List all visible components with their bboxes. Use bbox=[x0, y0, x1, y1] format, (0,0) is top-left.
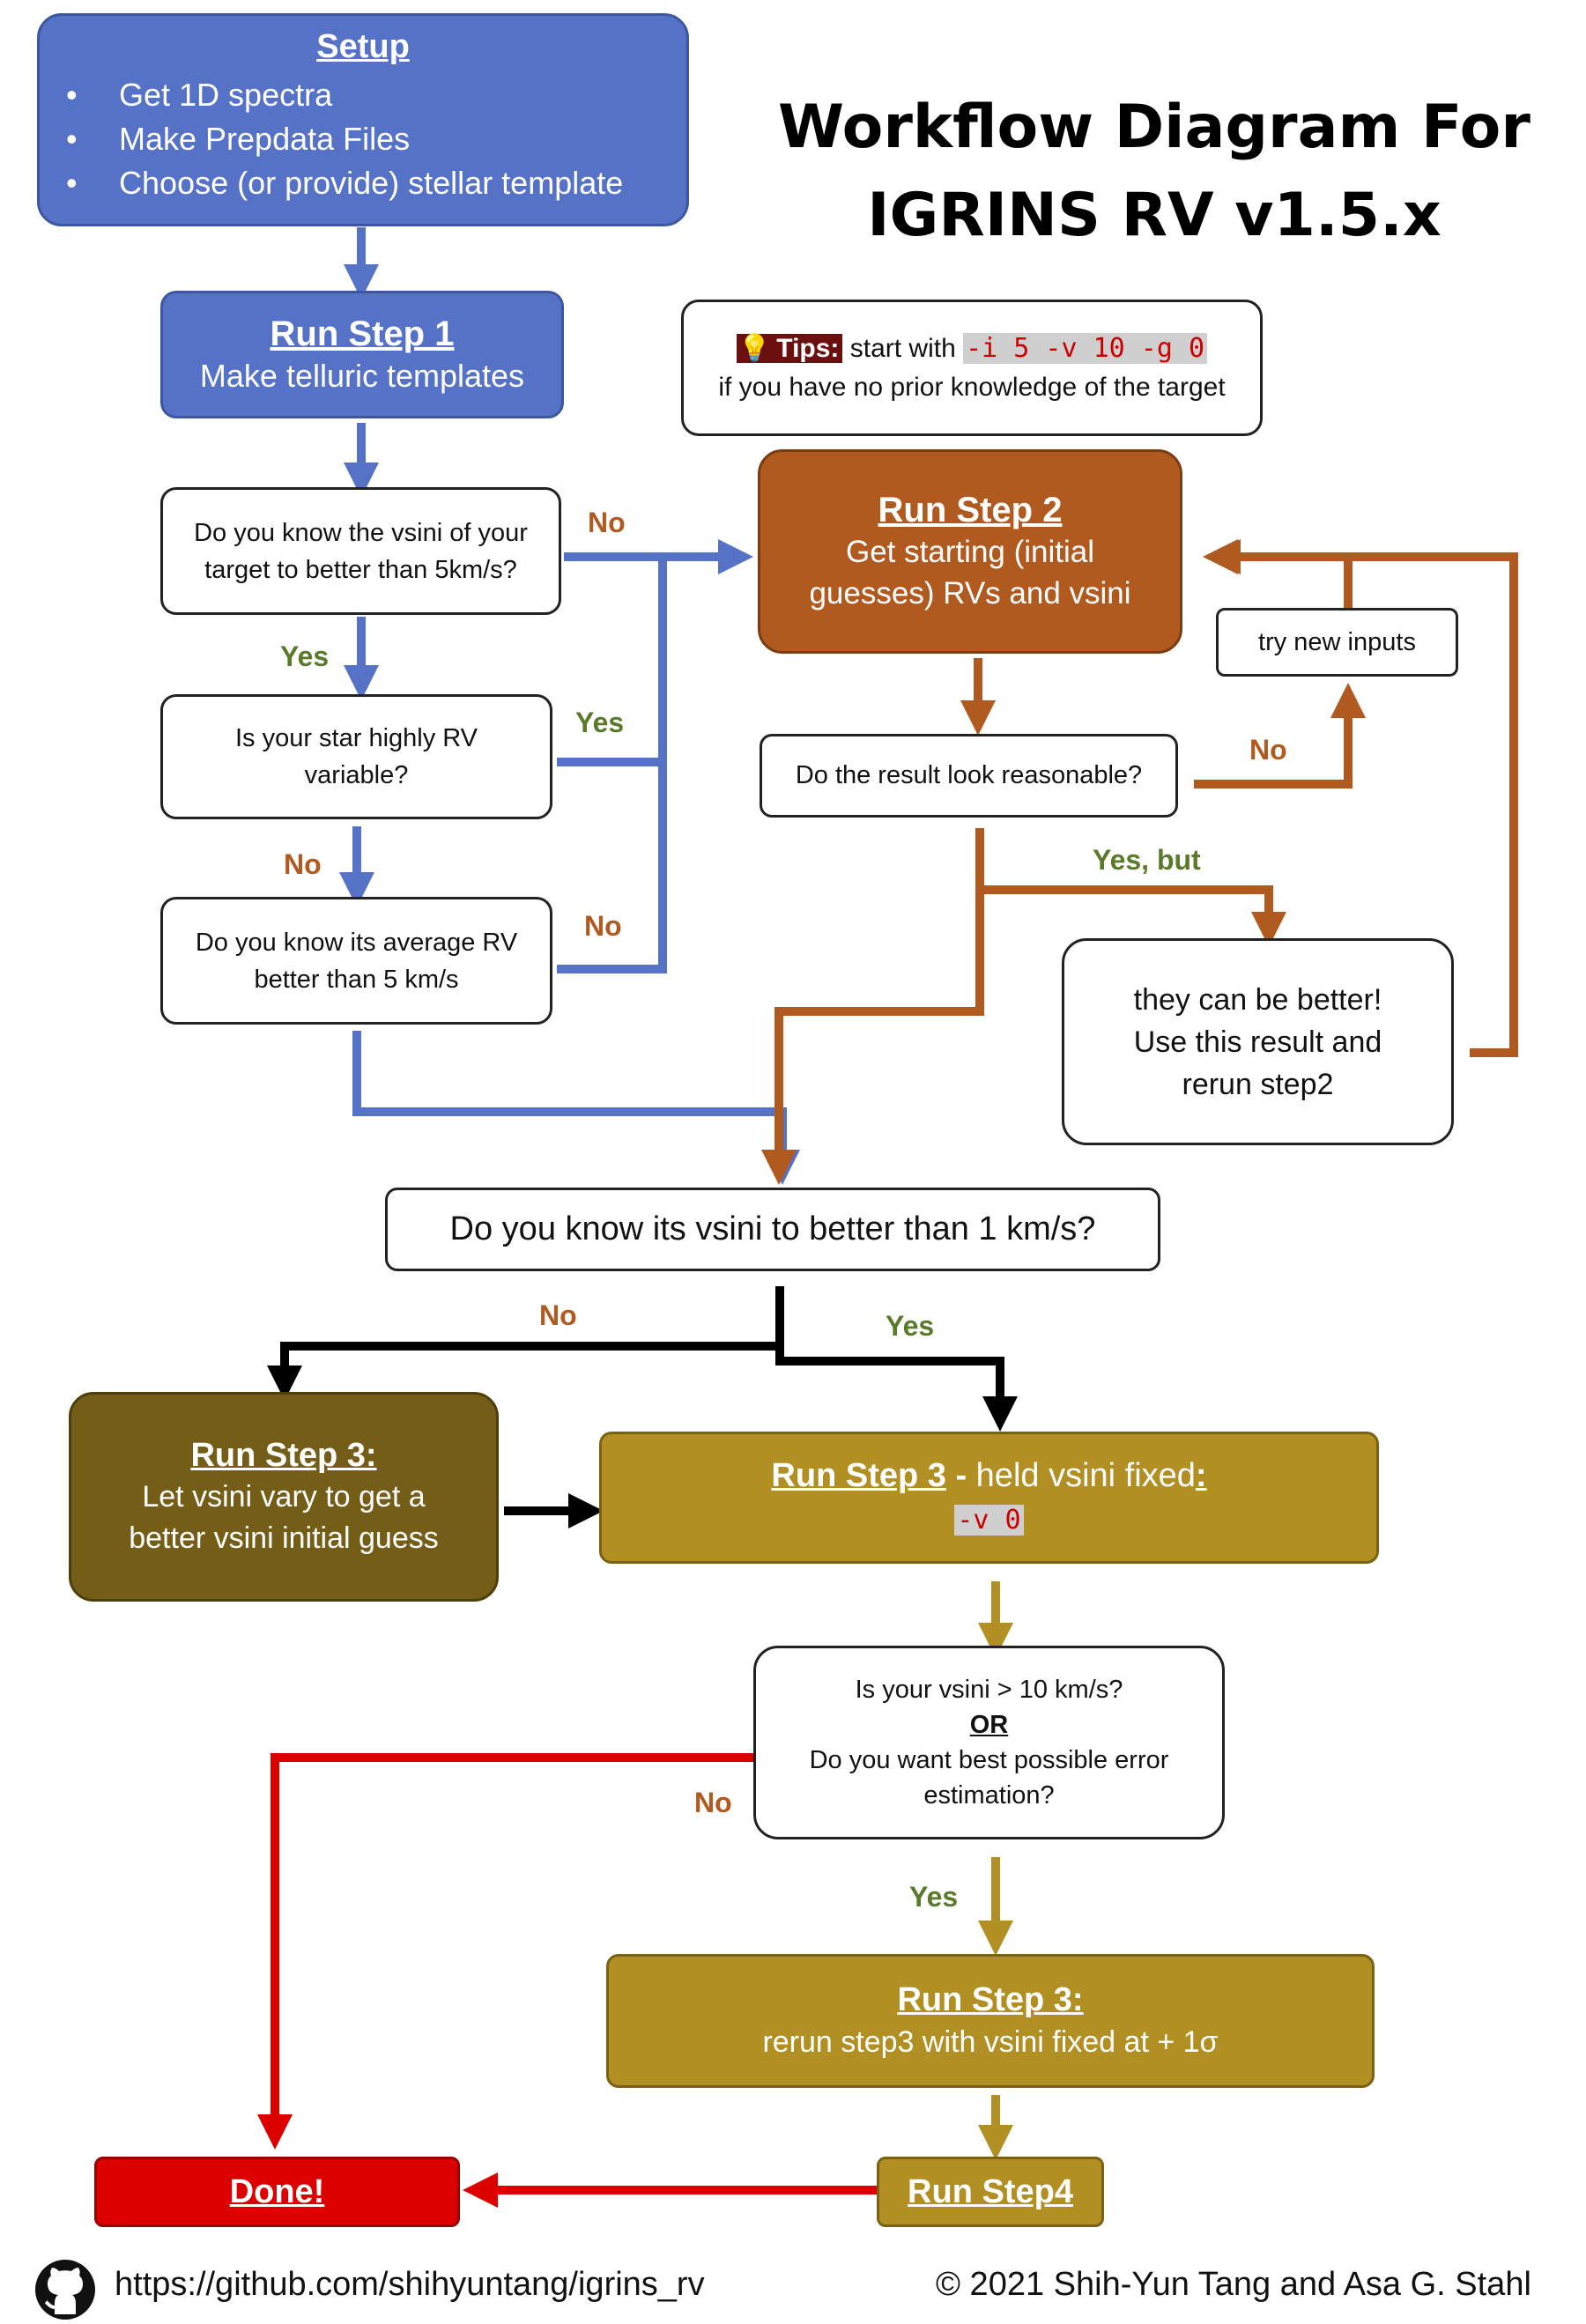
label-yes-vsini1: Yes bbox=[886, 1310, 935, 1342]
step3-fixed-dash: - bbox=[945, 1456, 976, 1494]
github-icon-glyph bbox=[44, 2268, 83, 2314]
step3-fixed-title: Run Step 3 bbox=[771, 1456, 946, 1494]
setup-title: Setup bbox=[316, 27, 410, 65]
step3-vary-text: Let vsini vary to get a better vsini ini… bbox=[129, 1479, 439, 1555]
question-line-1: Is your vsini > 10 km/s? bbox=[855, 1676, 1123, 1704]
step4-title: Run Step4 bbox=[908, 2172, 1073, 2210]
label-no-rvvar: No bbox=[284, 848, 322, 880]
step3-fixed-heading: Run Step 3 - held vsini fixed: bbox=[771, 1454, 1206, 1497]
step3-vary-box: Run Step 3: Let vsini vary to get a bett… bbox=[69, 1392, 499, 1602]
line-trynew-step2 bbox=[1203, 539, 1353, 614]
tips-box: 💡Tips: start with -i 5 -v 10 -g 0 if you… bbox=[681, 300, 1263, 436]
step2-text: Get starting (initial guesses) RVs and v… bbox=[809, 534, 1131, 611]
step3-vary-title: Run Step 3: bbox=[190, 1436, 377, 1474]
question-text: Do you know the vsini of your target to … bbox=[194, 518, 528, 584]
done-box: Done! bbox=[94, 2157, 460, 2227]
github-icon bbox=[35, 2260, 95, 2320]
step2-box: Run Step 2 Get starting (initial guesses… bbox=[758, 449, 1182, 654]
step3-fixed-box: Run Step 3 - held vsini fixed: -v 0 bbox=[599, 1432, 1379, 1564]
arrow-q4-vary bbox=[267, 1286, 784, 1401]
step1-box: Run Step 1 Make telluric templates bbox=[160, 291, 564, 418]
arrow-q3-q4 bbox=[352, 1031, 800, 1185]
rerun-step2-box: they can be better! Use this result and … bbox=[1062, 938, 1454, 1145]
step3-rerun-title: Run Step 3: bbox=[897, 1981, 1084, 2018]
arrow-reasonable-better bbox=[975, 828, 1286, 947]
step2-title: Run Step 2 bbox=[878, 490, 1063, 529]
label-yes-rvvar: Yes bbox=[575, 707, 625, 738]
label-no-vsini1: No bbox=[539, 1299, 577, 1331]
try-new-inputs-box: try new inputs bbox=[1216, 608, 1458, 677]
try-new-inputs-text: try new inputs bbox=[1258, 627, 1416, 656]
tips-label: Tips: bbox=[773, 333, 843, 363]
label-yes-error: Yes bbox=[909, 1881, 959, 1913]
arrow-error-done bbox=[257, 1753, 758, 2150]
setup-item: Choose (or provide) stellar template bbox=[66, 161, 623, 205]
step3-fixed-code: -v 0 bbox=[954, 1504, 1024, 1536]
label-no-error: No bbox=[694, 1787, 732, 1818]
page-title: Workflow Diagram For IGRINS RV v1.5.x bbox=[775, 84, 1533, 260]
setup-item: Get 1D spectra bbox=[66, 73, 623, 117]
arrow-q4-fixed bbox=[775, 1346, 1018, 1432]
done-title: Done! bbox=[229, 2172, 325, 2210]
step3-fixed-flag: -v 0 bbox=[954, 1497, 1024, 1542]
step1-text: Make telluric templates bbox=[199, 357, 525, 394]
arrow-reasonable-q4 bbox=[761, 890, 984, 1185]
title-line-1: Workflow Diagram For bbox=[778, 93, 1530, 162]
tips-code: -i 5 -v 10 -g 0 bbox=[963, 332, 1208, 364]
setup-item: Make Prepdata Files bbox=[66, 117, 623, 161]
line-q3-join bbox=[557, 762, 667, 973]
label-no-avgrv: No bbox=[584, 910, 622, 942]
step3-fixed-rest: held vsini fixed bbox=[975, 1456, 1196, 1494]
repo-link[interactable]: https://github.com/shihyuntang/igrins_rv bbox=[115, 2266, 705, 2303]
step4-box: Run Step4 bbox=[877, 2157, 1104, 2227]
question-vsini-1: Do you know its vsini to better than 1 k… bbox=[385, 1188, 1160, 1271]
tips-pre: start with bbox=[849, 333, 956, 363]
label-no-vsini5: No bbox=[588, 507, 626, 538]
label-no-reasonable: No bbox=[1249, 734, 1287, 766]
question-average-rv: Do you know its average RV better than 5… bbox=[160, 897, 552, 1025]
tips-line-2: if you have no prior knowledge of the ta… bbox=[718, 372, 1226, 402]
step3-rerun-text: rerun step3 with vsini fixed at + 1σ bbox=[762, 2025, 1219, 2059]
question-text: Do you know its average RV better than 5… bbox=[195, 928, 518, 994]
arrow-reasonable-trynew bbox=[1194, 683, 1366, 788]
question-text: Do the result look reasonable? bbox=[795, 761, 1143, 789]
question-line-2: Do you want best possible error estimati… bbox=[809, 1746, 1169, 1810]
question-rv-variable: Is your star highly RV variable? bbox=[160, 694, 552, 819]
copyright: © 2021 Shih-Yun Tang and Asa G. Stahl bbox=[936, 2266, 1531, 2303]
title-line-2: IGRINS RV v1.5.x bbox=[867, 181, 1441, 250]
question-or: OR bbox=[969, 1711, 1009, 1739]
step3-rerun-box: Run Step 3: rerun step3 with vsini fixed… bbox=[606, 1954, 1375, 2088]
question-error-estimation: Is your vsini > 10 km/s? OR Do you want … bbox=[753, 1646, 1225, 1839]
rerun-step2-text: they can be better! Use this result and … bbox=[1133, 982, 1382, 1101]
setup-box: Setup Get 1D spectra Make Prepdata Files… bbox=[37, 13, 689, 226]
setup-list: Get 1D spectra Make Prepdata Files Choos… bbox=[40, 73, 623, 205]
label-yes-vsini5: Yes bbox=[280, 640, 330, 672]
label-yes-but: Yes, but bbox=[1093, 844, 1201, 876]
step1-title: Run Step 1 bbox=[270, 314, 455, 353]
question-vsini-5: Do you know the vsini of your target to … bbox=[160, 487, 561, 615]
question-reasonable: Do the result look reasonable? bbox=[760, 734, 1178, 818]
arrow-better-step2 bbox=[1205, 539, 1518, 1057]
tips-line-1: 💡Tips: start with -i 5 -v 10 -g 0 bbox=[736, 329, 1208, 368]
question-text: Do you know its vsini to better than 1 k… bbox=[449, 1210, 1096, 1247]
question-text: Is your star highly RV variable? bbox=[234, 724, 478, 789]
step3-fixed-colon: : bbox=[1195, 1456, 1207, 1494]
lightbulb-icon: 💡 bbox=[736, 333, 774, 363]
